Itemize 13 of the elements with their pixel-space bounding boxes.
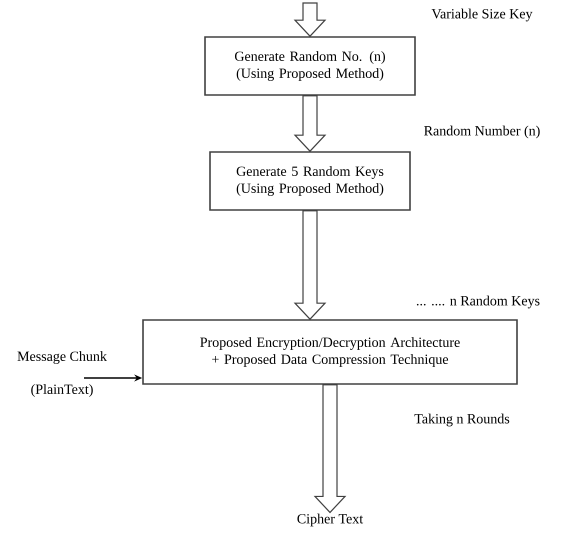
output-label: Cipher Text — [297, 514, 364, 526]
process-box: Generate 5 Random Keys (Using Proposed Method) — [209, 151, 411, 211]
block-arrow — [294, 210, 326, 320]
side-label: Message Chunk — [18, 351, 107, 364]
block-arrow — [294, 2, 326, 38]
note-label: Random Number (n) — [424, 126, 540, 138]
block-arrow — [314, 384, 346, 514]
block-arrow — [294, 95, 326, 152]
side-label: (PlainText) — [31, 384, 93, 397]
note-label: Variable Size Key — [432, 8, 532, 22]
note-label: Taking n Rounds — [414, 414, 510, 426]
process-box: Generate Random No. (n) (Using Proposed Method) — [204, 36, 416, 96]
process-box: Proposed Encryption/Decryption Architecture + Proposed Data Compression Technique — [142, 319, 518, 385]
